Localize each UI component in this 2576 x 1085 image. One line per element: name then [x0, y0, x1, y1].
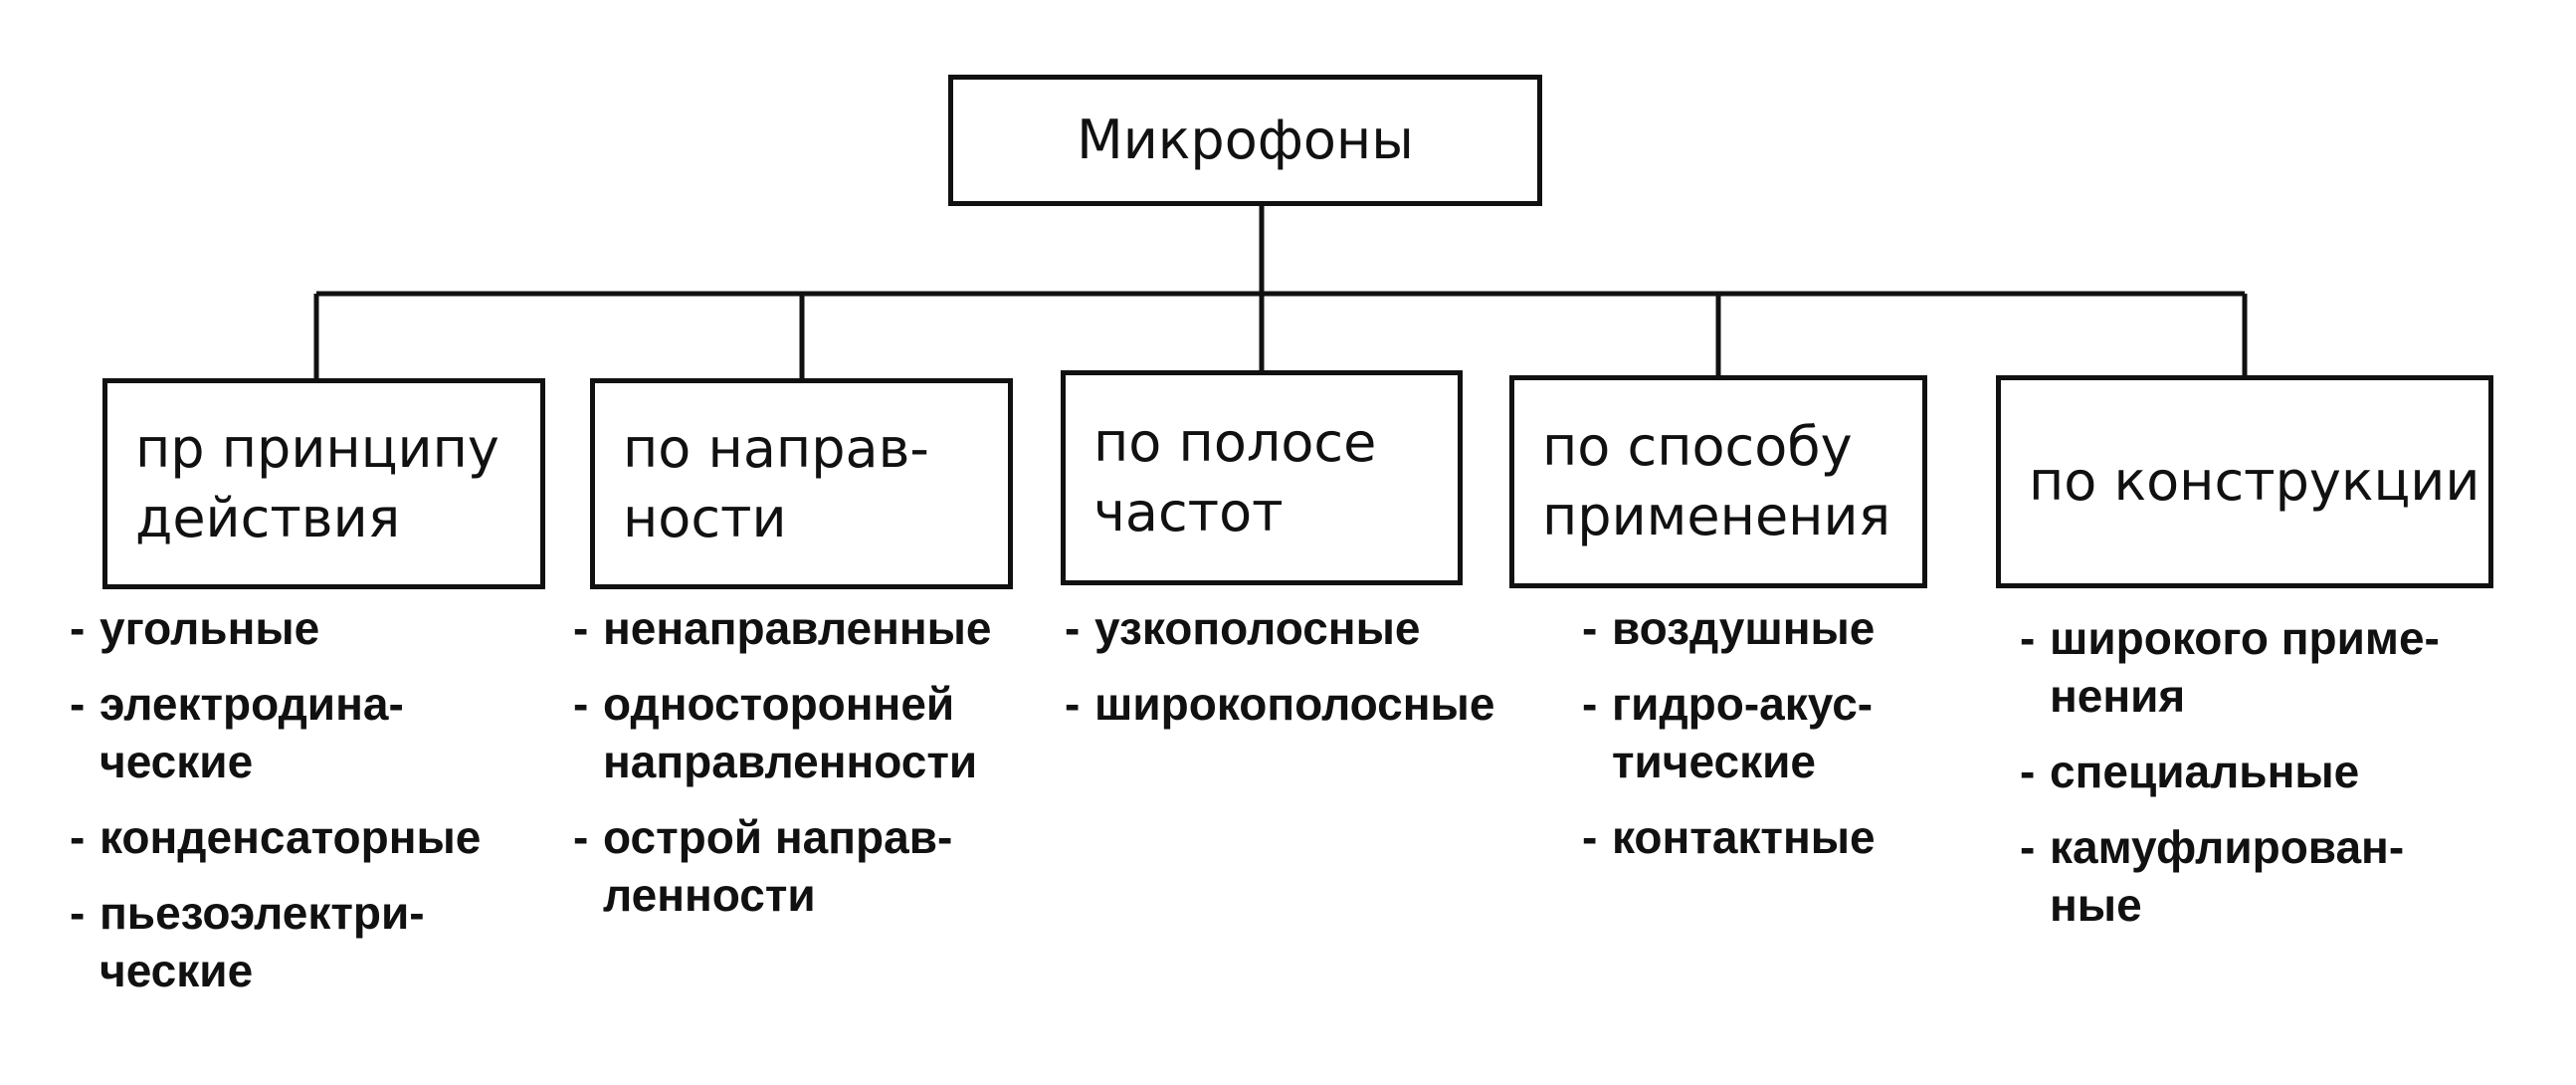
category-label-line: применения	[1542, 485, 1891, 547]
item-text-cont: ческие	[99, 945, 254, 996]
item-dash: -	[70, 811, 86, 863]
list-item: -гидро-акус- тические	[1582, 675, 1876, 790]
category-band: по полосе частот	[1061, 370, 1463, 585]
list-item: -специальные	[2020, 743, 2440, 800]
list-item: -широкополосные	[1065, 675, 1494, 733]
list-item: -узкополосные	[1065, 599, 1494, 657]
list-item: -широкого приме- нения	[2020, 609, 2440, 725]
category-application: по способу применения	[1509, 375, 1927, 588]
item-text: узкополосные	[1094, 602, 1421, 654]
item-dash: -	[1582, 678, 1598, 730]
item-dash: -	[1582, 602, 1598, 654]
category-label-line: ности	[623, 487, 787, 549]
item-text: пьезоэлектри-	[99, 887, 425, 939]
item-text: острой направ-	[603, 811, 953, 863]
item-text-cont: тические	[1612, 736, 1816, 787]
list-construction: -широкого приме- нения -специальные -кам…	[2020, 609, 2440, 934]
list-item: -камуфлирован- ные	[2020, 818, 2440, 934]
item-text-cont: направленности	[603, 736, 978, 787]
item-dash: -	[1582, 811, 1598, 863]
item-text: специальные	[2050, 746, 2360, 797]
category-principle: пр принципу действия	[102, 378, 545, 589]
item-text-cont: ленности	[603, 869, 816, 921]
item-text: конденсаторные	[99, 811, 482, 863]
item-text-cont: нения	[2050, 670, 2186, 722]
category-construction: по конструкции	[1996, 375, 2493, 588]
root-node: Микрофоны	[948, 75, 1542, 206]
item-dash: -	[70, 887, 86, 939]
list-item: -острой направ- ленности	[573, 808, 992, 924]
item-dash: -	[1065, 678, 1081, 730]
category-label-line: действия	[135, 487, 401, 549]
item-text: воздушные	[1612, 602, 1876, 654]
item-dash: -	[2020, 612, 2036, 664]
list-item: -угольные	[70, 599, 481, 657]
item-dash: -	[2020, 746, 2036, 797]
category-label-line: по направ-	[623, 417, 929, 480]
category-label-line: частот	[1093, 481, 1284, 543]
item-dash: -	[70, 602, 86, 654]
item-dash: -	[70, 678, 86, 730]
item-text: угольные	[99, 602, 320, 654]
item-text: гидро-акус-	[1612, 678, 1874, 730]
category-label-line: по полосе	[1093, 411, 1377, 474]
item-text-cont: ные	[2050, 879, 2142, 931]
list-item: -воздушные	[1582, 599, 1876, 657]
list-application: -воздушные -гидро-акус- тические -контак…	[1582, 599, 1876, 866]
item-text: односторонней	[603, 678, 955, 730]
item-text-cont: ческие	[99, 736, 254, 787]
item-text: контактные	[1612, 811, 1876, 863]
item-text: широкого приме-	[2050, 612, 2440, 664]
item-text: камуфлирован-	[2050, 821, 2405, 873]
list-item: -пьезоэлектри- ческие	[70, 884, 481, 999]
category-label-line: пр принципу	[135, 417, 499, 480]
item-dash: -	[2020, 821, 2036, 873]
list-item: -конденсаторные	[70, 808, 481, 866]
category-label-line: по конструкции	[2029, 450, 2480, 513]
item-text: широкополосные	[1094, 678, 1495, 730]
list-direction: -ненаправленные -односторонней направлен…	[573, 599, 992, 924]
item-dash: -	[573, 678, 589, 730]
category-label-line: по способу	[1542, 415, 1853, 478]
item-dash: -	[573, 811, 589, 863]
list-item: -односторонней направленности	[573, 675, 992, 790]
list-band: -узкополосные -широкополосные	[1065, 599, 1494, 733]
list-principle: -угольные -электродина- ческие -конденса…	[70, 599, 481, 999]
category-direction: по направ- ности	[590, 378, 1013, 589]
list-item: -электродина- ческие	[70, 675, 481, 790]
item-text: ненаправленные	[603, 602, 992, 654]
root-label: Микрофоны	[1077, 108, 1414, 171]
item-text: электродина-	[99, 678, 404, 730]
item-dash: -	[1065, 602, 1081, 654]
item-dash: -	[573, 602, 589, 654]
list-item: -ненаправленные	[573, 599, 992, 657]
list-item: -контактные	[1582, 808, 1876, 866]
